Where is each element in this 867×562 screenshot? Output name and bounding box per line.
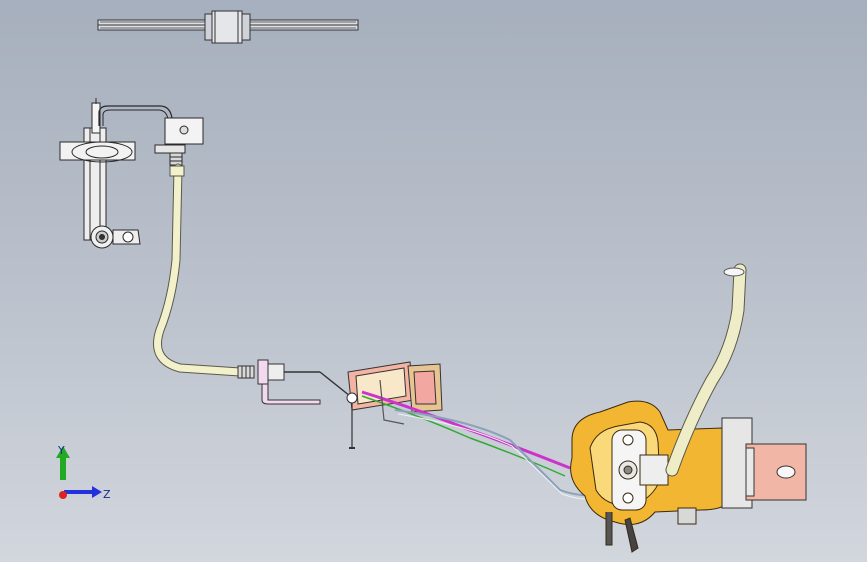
right-mount-bracket[interactable] xyxy=(721,417,807,509)
triad-y-label: Y xyxy=(57,444,65,457)
cable-upper-bracket[interactable] xyxy=(98,105,204,166)
upper-lever-mechanism[interactable] xyxy=(59,98,141,249)
disc-assembly-top-view[interactable] xyxy=(97,10,359,44)
cable-end-fitting[interactable] xyxy=(237,359,351,405)
cable-sheath[interactable] xyxy=(153,163,245,377)
middle-bracket[interactable] xyxy=(346,361,443,449)
coordinate-triad-icon: Y Z xyxy=(56,444,111,501)
triad-z-label: Z xyxy=(103,488,111,501)
curved-return-tube[interactable] xyxy=(665,263,747,477)
lower-housing-assembly[interactable] xyxy=(570,400,729,553)
